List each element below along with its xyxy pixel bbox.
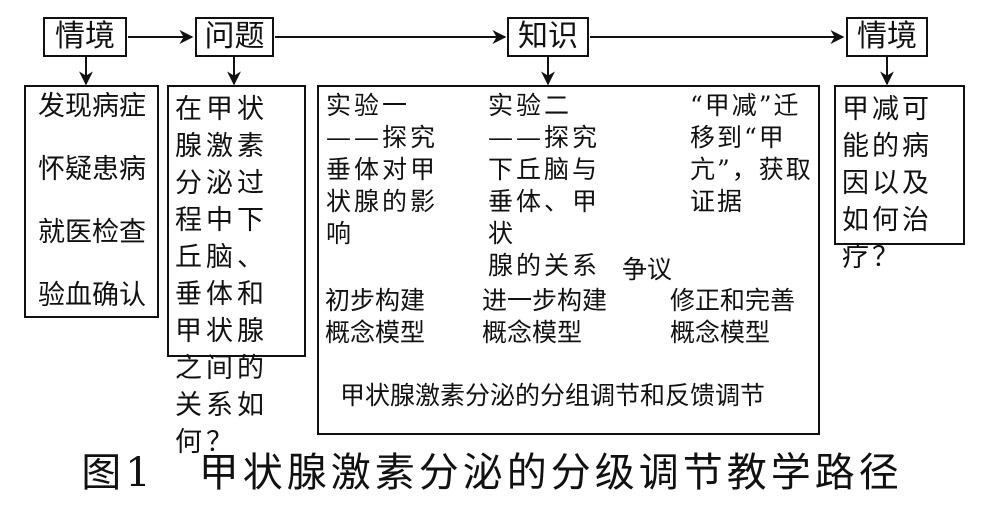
knowledge-box: 知识 — [507, 17, 589, 57]
experiment-2: 实验二 ——探究 下丘脑与 垂体、甲状 腺的关系 — [488, 91, 601, 280]
step-medical-exam: 就医检查 — [38, 217, 146, 248]
model-further: 进一步构建 概念模型 — [482, 286, 608, 347]
dispute-label: 争议 — [622, 255, 673, 284]
step-suspect-disease: 怀疑患病 — [38, 154, 146, 185]
figure-caption: 图1 甲状腺激素分泌的分级调节教学路径 — [81, 450, 903, 496]
step-discover-symptom: 发现病症 — [38, 91, 146, 122]
knowledge-detail-box — [317, 85, 820, 435]
experiment-1: 实验一 ——探究 垂体对甲 状腺的影 响 — [326, 91, 439, 248]
symptom-steps-box: 发现病症 怀疑患病 就医检查 验血确认 — [24, 85, 159, 318]
question-box: 在甲状腺激素分泌过程中下丘脑、垂体和甲状腺之间的关系如何？ — [167, 85, 306, 458]
model-revised: 修正和完善 概念模型 — [670, 286, 796, 347]
situation-box-right: 情境 — [846, 17, 928, 57]
step-blood-test: 验血确认 — [38, 280, 146, 311]
situation-box-left: 情境 — [43, 17, 127, 57]
treatment-question-box: 甲减可能的病因以及如何治疗？ — [834, 85, 965, 273]
conclusion-label: 甲状腺激素分泌的分组调节和反馈调节 — [340, 381, 766, 410]
problem-box: 问题 — [195, 17, 274, 57]
model-initial: 初步构建 概念模型 — [325, 286, 426, 347]
experiment-3: “甲减”迁 移到“甲 亢”，获取 证据 — [690, 91, 813, 216]
